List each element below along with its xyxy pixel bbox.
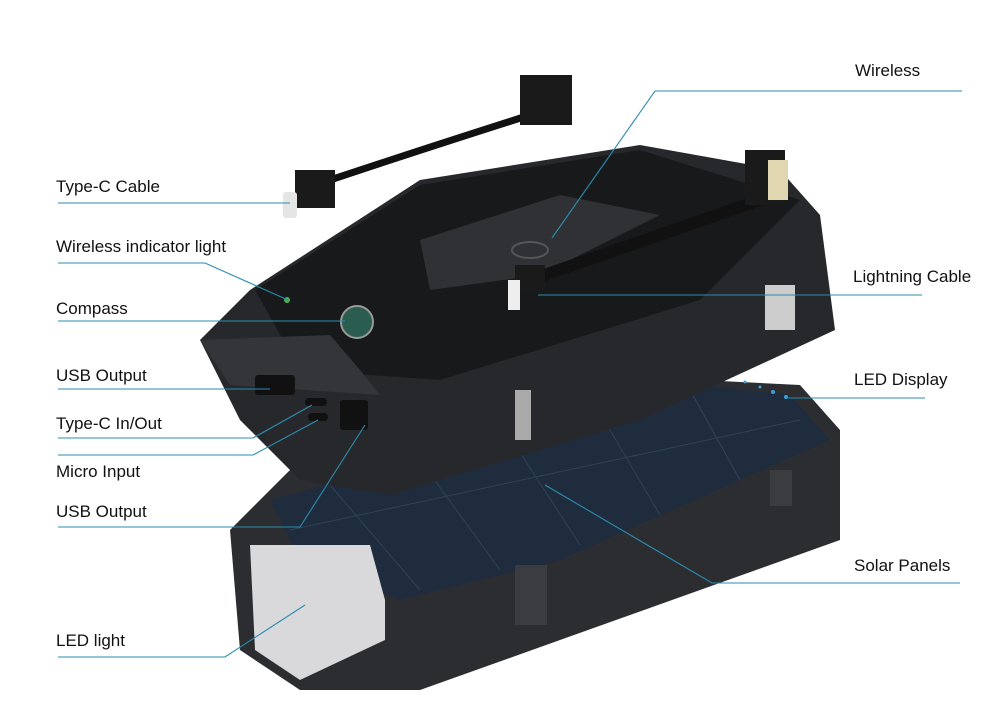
cable-clip-lower-front xyxy=(515,565,547,625)
type-c-port xyxy=(305,398,327,406)
leader-wireless xyxy=(551,90,962,239)
led-light-lens xyxy=(250,545,385,680)
cable-clip xyxy=(765,285,795,330)
leader-lines xyxy=(58,90,962,658)
port-cover xyxy=(200,335,380,395)
compass xyxy=(340,305,374,339)
lightning-cable-illustration xyxy=(508,150,788,310)
type-c-cable-illustration xyxy=(283,75,572,218)
wireless-charging-icon xyxy=(511,241,549,259)
label-wireless: Wireless xyxy=(855,61,921,80)
type-c-cable-wire xyxy=(328,111,532,184)
leader-solar-panels xyxy=(544,484,960,584)
solar-panel xyxy=(270,385,830,600)
cable-clip-upper-front xyxy=(515,390,531,440)
leader-micro-input xyxy=(58,419,319,456)
type-c-cable-usb-end xyxy=(520,75,572,125)
usb-port-2 xyxy=(340,400,368,430)
label-solar-panels: Solar Panels xyxy=(854,556,951,575)
label-wireless-indicator: Wireless indicator light xyxy=(56,237,227,256)
label-compass: Compass xyxy=(56,299,128,318)
label-led-light: LED light xyxy=(56,631,125,650)
type-c-connector xyxy=(283,192,297,218)
label-lightning-cable: Lightning Cable xyxy=(853,267,972,286)
type-c-cable-head xyxy=(295,170,335,208)
label-type-c-in-out: Type-C In/Out xyxy=(56,414,162,433)
label-led-display: LED Display xyxy=(854,370,948,389)
label-type-c-cable: Type-C Cable xyxy=(56,177,160,196)
leader-wireless-indicator xyxy=(58,262,289,301)
micro-port xyxy=(308,413,328,421)
lightning-cable-wire xyxy=(528,194,762,286)
usb-port xyxy=(255,375,295,395)
leader-usb-output-2 xyxy=(58,424,366,528)
label-micro-input: Micro Input xyxy=(56,462,141,481)
leader-led-light xyxy=(58,604,306,658)
cable-clip-lower-side xyxy=(770,470,792,506)
label-usb-output-1: USB Output xyxy=(56,366,147,385)
label-usb-output-2: USB Output xyxy=(56,502,147,521)
lightning-connector xyxy=(508,280,520,310)
leader-type-c-in-out xyxy=(58,404,313,439)
usb-contacts xyxy=(768,160,788,200)
